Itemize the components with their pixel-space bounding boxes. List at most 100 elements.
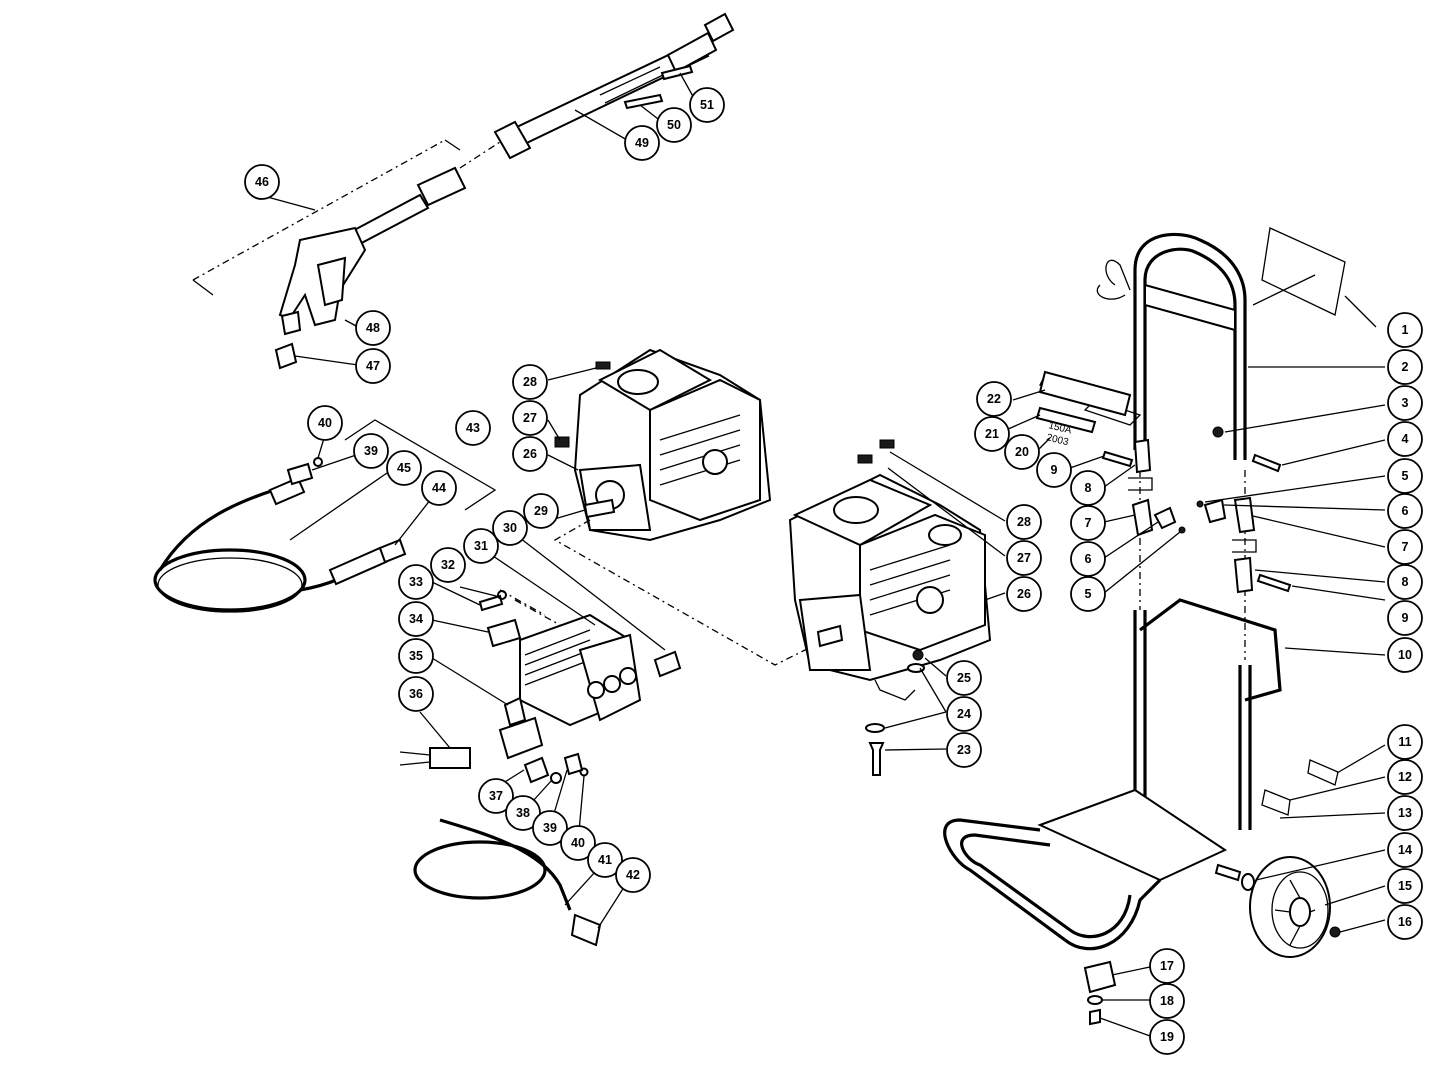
- callout-16: 16: [1387, 904, 1423, 940]
- svg-text:12: 12: [1398, 770, 1412, 784]
- callout-49: 49: [624, 125, 660, 161]
- callout-28-left: 28: [512, 364, 548, 400]
- callout-27-left: 27: [512, 400, 548, 436]
- callout-46: 46: [244, 164, 280, 200]
- svg-text:5: 5: [1085, 587, 1092, 601]
- svg-text:2: 2: [1402, 360, 1409, 374]
- svg-text:50: 50: [667, 118, 681, 132]
- svg-text:13: 13: [1398, 806, 1412, 820]
- svg-text:40: 40: [318, 416, 332, 430]
- svg-text:41: 41: [598, 853, 612, 867]
- svg-text:38: 38: [516, 806, 530, 820]
- callout-26-left: 26: [512, 436, 548, 472]
- nozzle-bar-50: [623, 93, 664, 110]
- callout-41: 41: [587, 842, 623, 878]
- inlet-hose: [413, 818, 602, 947]
- screw-3: [1212, 426, 1224, 438]
- washer-25: [912, 649, 924, 661]
- svg-text:6: 6: [1085, 552, 1092, 566]
- engine-right: [788, 439, 992, 701]
- foot-17: [1083, 960, 1117, 994]
- svg-text:44: 44: [432, 481, 446, 495]
- callout-6: 6: [1387, 493, 1423, 529]
- callout-36: 36: [398, 676, 434, 712]
- svg-text:39: 39: [543, 821, 557, 835]
- callout-24: 24: [946, 696, 982, 732]
- svg-text:4: 4: [1402, 432, 1409, 446]
- elbow-7-right: [1233, 496, 1256, 534]
- callout-17: 17: [1149, 948, 1185, 984]
- callout-39: 39: [532, 810, 568, 846]
- label-34: [486, 618, 522, 648]
- callout-37: 37: [478, 778, 514, 814]
- washer-24-upper: [907, 663, 925, 673]
- elbow-8-left: [1133, 438, 1152, 474]
- callout-12: 12: [1387, 759, 1423, 795]
- svg-text:40: 40: [571, 836, 585, 850]
- svg-text:48: 48: [366, 321, 380, 335]
- callout-8: 8: [1387, 564, 1423, 600]
- callout-18: 18: [1149, 983, 1185, 1019]
- svg-text:35: 35: [409, 649, 423, 663]
- unloader-36: [429, 747, 471, 769]
- nozzle-bar-51: [660, 64, 694, 81]
- svg-text:20: 20: [1015, 445, 1029, 459]
- spray-wand: [459, 12, 735, 169]
- decal-21: [1035, 406, 1097, 434]
- svg-text:33: 33: [409, 575, 423, 589]
- unloader-36-wire: [399, 751, 431, 766]
- callout-32: 32: [430, 547, 466, 583]
- svg-text:26: 26: [523, 447, 537, 461]
- svg-text:9: 9: [1051, 463, 1058, 477]
- callout-2: 2: [1387, 349, 1423, 385]
- svg-text:43: 43: [466, 421, 480, 435]
- washer-14: [1241, 873, 1255, 891]
- svg-text:17: 17: [1160, 959, 1174, 973]
- svg-text:14: 14: [1398, 843, 1412, 857]
- svg-text:37: 37: [489, 789, 503, 803]
- high-pressure-hose: [153, 419, 497, 613]
- callout-35: 35: [398, 638, 434, 674]
- svg-text:31: 31: [474, 539, 488, 553]
- pump-assembly: [498, 589, 642, 760]
- label-11: [1307, 759, 1339, 786]
- callout-43: 43: [455, 410, 491, 446]
- callout-47: 47: [355, 348, 391, 384]
- callout-26: 26: [1006, 576, 1042, 612]
- svg-text:5: 5: [1402, 469, 1409, 483]
- callout-45: 45: [386, 450, 422, 486]
- callout-28: 28: [1006, 504, 1042, 540]
- svg-text:22: 22: [987, 392, 1001, 406]
- callout-5-left: 5: [1070, 576, 1106, 612]
- svg-text:29: 29: [534, 504, 548, 518]
- screw-19: [1089, 1008, 1101, 1026]
- svg-text:9: 9: [1402, 611, 1409, 625]
- o-ring-40-top: [313, 457, 323, 467]
- callout-5: 5: [1387, 458, 1423, 494]
- callout-3: 3: [1387, 385, 1423, 421]
- elbow-8-right: [1233, 556, 1254, 594]
- callout-25: 25: [946, 660, 982, 696]
- callout-7: 7: [1387, 529, 1423, 565]
- svg-text:6: 6: [1402, 504, 1409, 518]
- svg-text:32: 32: [441, 558, 455, 572]
- svg-text:8: 8: [1085, 481, 1092, 495]
- screw-5-right: [1196, 500, 1204, 508]
- svg-text:10: 10: [1398, 648, 1412, 662]
- svg-text:11: 11: [1398, 735, 1411, 749]
- callout-40: 40: [560, 825, 596, 861]
- callout-39-top: 39: [353, 433, 389, 469]
- svg-text:36: 36: [409, 687, 423, 701]
- callout-14: 14: [1387, 832, 1423, 868]
- callout-33: 33: [398, 564, 434, 600]
- washer-24-lower: [865, 723, 885, 733]
- swivel-fitting-47: [274, 342, 298, 370]
- svg-text:8: 8: [1402, 575, 1409, 589]
- svg-text:23: 23: [957, 743, 971, 757]
- washer-18: [1087, 995, 1103, 1005]
- callout-7-left: 7: [1070, 505, 1106, 541]
- callout-11: 11: [1387, 724, 1423, 760]
- callout-13: 13: [1387, 795, 1423, 831]
- knob-6-left: [1153, 506, 1177, 530]
